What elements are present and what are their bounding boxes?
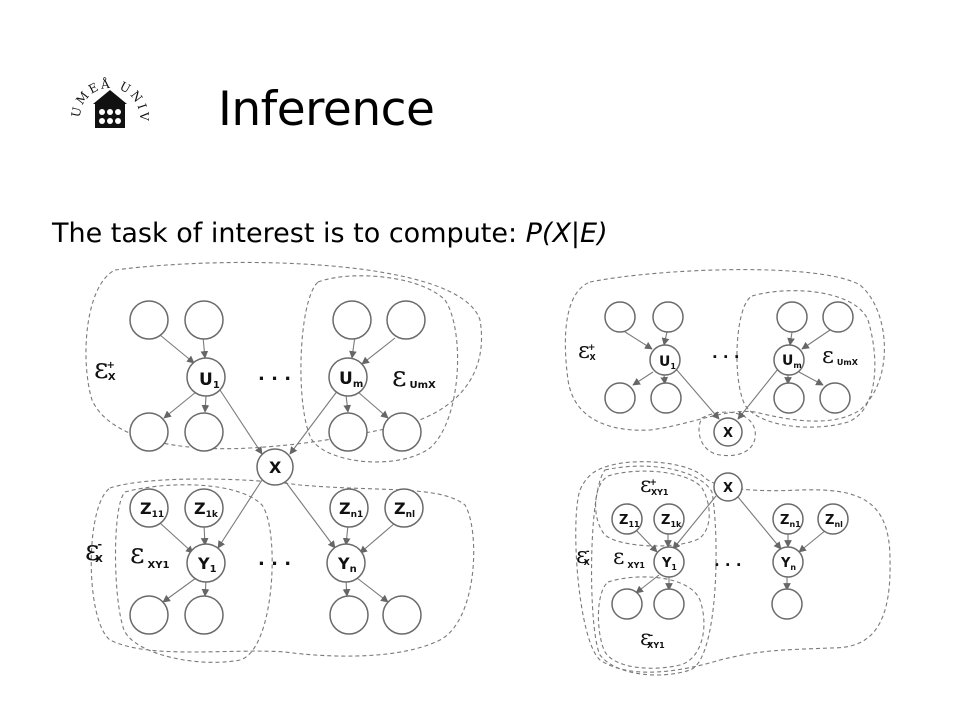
node-empty [382,412,422,452]
ellipsis: . . . [258,364,291,385]
node-um [328,357,368,397]
region-exy1 [115,484,273,663]
node-x-label: X [723,481,733,496]
ellipsis: . . . [258,549,291,570]
node-x-label: X [723,426,733,441]
node-empty [129,300,169,340]
node-z1k [653,503,685,535]
node-znl [817,503,849,535]
label-exy1-plus: ε+XY1 [640,473,669,498]
node-z11-label: Z11 [140,499,164,520]
node-empty [184,300,224,340]
node-x [713,472,743,502]
node-um-label: Um [782,353,802,370]
node-y1-label: Y1 [661,556,677,572]
node-empty [129,412,169,452]
node-empty [652,301,684,333]
node-yn-label: Yn [337,554,357,575]
node-empty [653,588,685,620]
region-exy1-minus [597,576,705,669]
region-eumx [736,290,876,428]
node-empty [184,412,224,452]
node-empty [776,301,808,333]
node-x [256,448,294,486]
node-u1 [186,357,226,397]
node-znl-label: Znl [394,499,415,520]
node-y1-label: Y1 [197,554,217,575]
node-empty [332,300,372,340]
node-z11-label: Z11 [619,513,640,529]
label-ex-minus: ε-X [85,534,103,567]
label-ex-plus: ε+X [94,352,116,385]
node-yn [772,546,804,578]
node-zn1 [329,488,369,528]
node-empty [819,382,851,414]
subtitle-expression: P(X|E) [525,218,608,249]
node-yn [326,543,366,583]
node-z1k-label: Z1k [661,513,682,529]
node-empty [328,412,368,452]
label-ex-minus: ε-X [576,543,591,569]
node-empty [129,595,169,635]
node-u1 [649,344,681,376]
region-eumx [300,275,459,463]
node-znl [384,488,424,528]
ellipsis: . . . [714,552,742,570]
university-logo: UMEÅ UNIVERSITET [68,68,149,128]
node-z1k [184,488,224,528]
node-empty [771,588,803,620]
node-um [773,344,805,376]
region-x [698,411,756,457]
node-z1k-label: Z1k [194,499,219,520]
region-ex-minus [575,461,891,673]
label-ex-plus: ε+X [578,338,596,364]
logo-roof-icon [93,90,127,104]
node-y1 [653,546,685,578]
node-empty [386,300,426,340]
node-empty [604,382,636,414]
node-u1-label: U1 [659,354,676,371]
region-ex-plus [564,269,885,431]
subtitle-prefix: The task of interest is to compute: [52,218,526,249]
node-empty [329,595,369,635]
node-empty [650,382,682,414]
node-y1 [186,543,226,583]
node-z11 [611,503,643,535]
node-empty [822,301,854,333]
node-um-label: Um [339,369,363,390]
node-x-label: X [269,458,282,477]
node-empty [611,588,643,620]
page-title: Inference [218,82,435,137]
node-yn-label: Yn [780,556,796,572]
node-zn1-label: Zn1 [339,499,363,520]
subtitle: The task of interest is to compute: P(X|… [52,218,608,249]
node-z11 [129,488,169,528]
node-empty [184,595,224,635]
node-empty [773,382,805,414]
node-zn1-label: Zn1 [780,513,801,529]
region-exy1 [591,465,717,676]
node-znl-label: Znl [825,513,843,529]
node-zn1 [772,503,804,535]
node-empty [382,595,422,635]
region-ex-plus [85,261,482,450]
ellipsis: . . . [712,344,740,362]
label-exy1-minus: ε-XY1 [640,626,665,651]
region-ex-minus [90,478,475,657]
node-empty [604,301,636,333]
node-u1-label: U1 [199,370,220,391]
node-x [713,417,743,447]
